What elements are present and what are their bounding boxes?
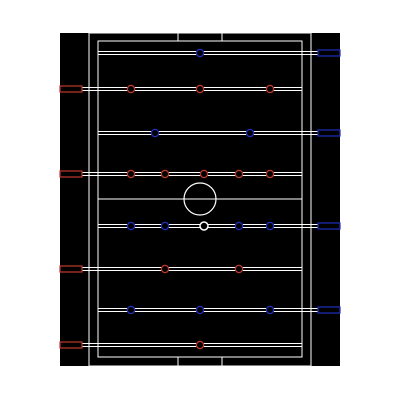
blue-player[interactable] <box>126 221 136 231</box>
ball[interactable] <box>199 221 209 231</box>
blue-player[interactable] <box>195 305 205 315</box>
rod-handle[interactable] <box>317 306 341 314</box>
rod-handle[interactable] <box>317 129 341 137</box>
rod-handle[interactable] <box>59 341 83 349</box>
rod-2-red[interactable] <box>59 84 302 94</box>
blue-player[interactable] <box>195 48 205 58</box>
rod-handle[interactable] <box>59 265 83 273</box>
blue-player[interactable] <box>234 221 244 231</box>
rod-1-blue[interactable] <box>98 48 341 58</box>
red-player[interactable] <box>195 84 205 94</box>
red-player[interactable] <box>234 264 244 274</box>
rod-4-red[interactable] <box>59 169 302 179</box>
rods-layer <box>59 48 341 350</box>
red-player[interactable] <box>265 169 275 179</box>
blue-player[interactable] <box>265 305 275 315</box>
red-player[interactable] <box>160 169 170 179</box>
blue-player[interactable] <box>126 305 136 315</box>
rod-7-blue[interactable] <box>98 305 341 315</box>
red-player[interactable] <box>160 264 170 274</box>
red-player[interactable] <box>126 84 136 94</box>
blue-player[interactable] <box>160 221 170 231</box>
red-player[interactable] <box>195 340 205 350</box>
rod-handle[interactable] <box>59 85 83 93</box>
red-player[interactable] <box>265 84 275 94</box>
center-circle <box>183 182 217 216</box>
blue-player[interactable] <box>265 221 275 231</box>
rod-3-blue[interactable] <box>98 128 341 138</box>
red-player[interactable] <box>199 169 209 179</box>
rod-8-red[interactable] <box>59 340 302 350</box>
red-player[interactable] <box>234 169 244 179</box>
rod-handle[interactable] <box>317 49 341 57</box>
red-player[interactable] <box>126 169 136 179</box>
rod-6-red[interactable] <box>59 264 302 274</box>
field-outer-line <box>88 32 312 367</box>
rod-handle[interactable] <box>59 170 83 178</box>
blue-player[interactable] <box>245 128 255 138</box>
rod-handle[interactable] <box>317 222 341 230</box>
blue-player[interactable] <box>150 128 160 138</box>
